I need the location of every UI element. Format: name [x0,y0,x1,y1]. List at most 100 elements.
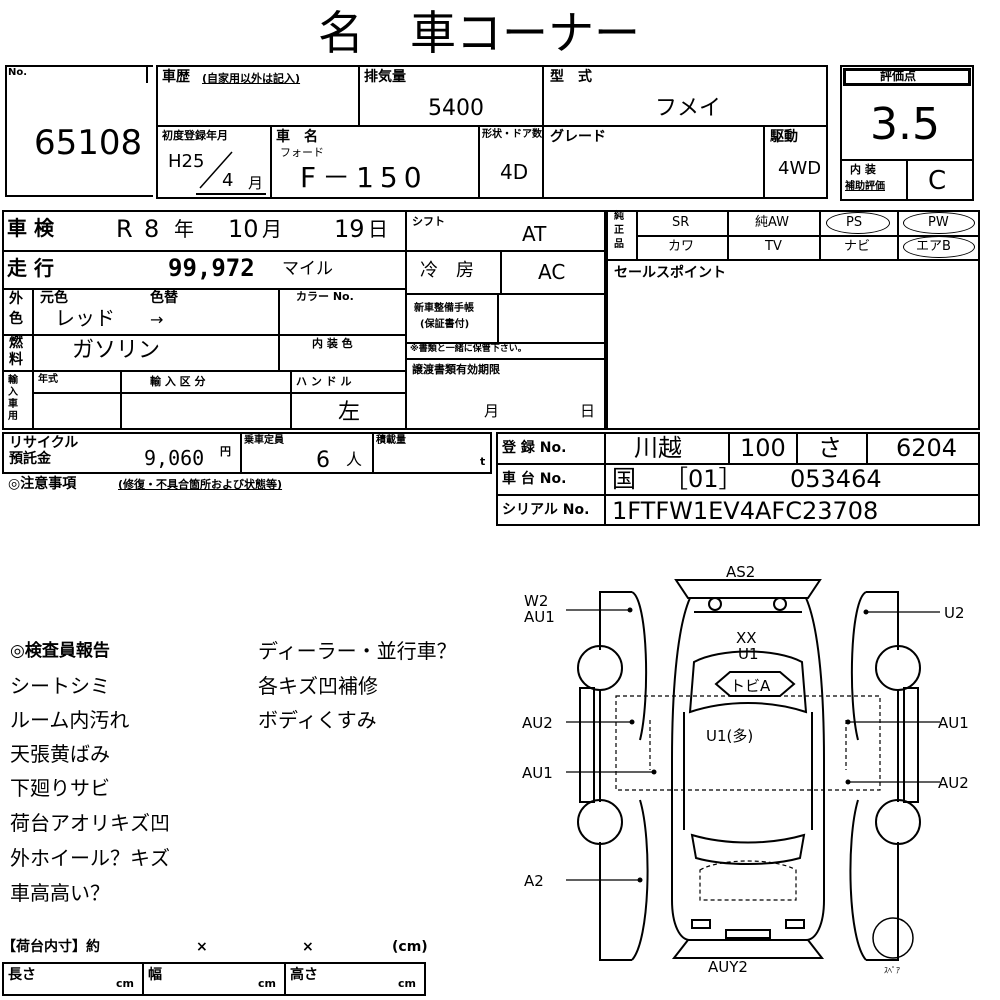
recycle-label-2: 預託金 [9,451,51,467]
diagram-left-bottom: A2 [524,872,544,890]
report-header: ◎検査員報告 [10,641,110,661]
inspection-month-unit: 月 [262,217,282,241]
recycle-divider-2 [372,432,374,474]
book-divider [497,293,499,343]
chassis-code: ［01］ [664,465,743,493]
interior-label-2: 補助評価 [845,181,885,192]
capacity-unit: 人 [346,450,363,469]
diagram-hood: トビA [730,677,771,695]
load-label: 積載量 [376,435,406,446]
equip-leather: カワ [668,239,695,254]
handle-value: 左 [338,400,361,425]
reg-row-1 [496,463,980,465]
aircon-value: AC [538,260,566,284]
lot-box-top [5,65,153,67]
registration-kana: さ [818,434,842,462]
load-unit: t [480,455,486,468]
score-value: 3.5 [870,99,940,150]
bed-divider-2 [284,962,286,996]
row-line-2 [2,288,406,290]
model-type-label: 型 式 [550,69,592,85]
model-type-value: フメイ [655,96,722,121]
first-reg-underline [196,193,266,195]
capacity-value: 6 [316,448,330,473]
book-label-2: (保証書付) [420,319,470,330]
chassis-country: 国 [612,465,636,493]
divider-1 [358,65,360,127]
chassis-label: 車 台 No. [502,471,567,487]
equip-sr: SR [672,215,690,230]
bed-length-unit: cm [116,977,134,990]
score-label: 評価点 [880,69,917,83]
registration-place: 川越 [634,434,682,462]
inspection-month: 10 [228,215,259,243]
header-row-divider [156,125,828,127]
equip-pw: PW [928,215,949,230]
bed-x1: × [196,939,208,955]
equip-pw-circle [903,212,975,234]
divider-5 [763,125,765,199]
transfer-label: 譲渡書類有効期限 [412,363,500,376]
lot-number: 65108 [34,123,143,163]
color-side-1: 外 [9,291,23,307]
fuel-value: ガソリン [72,338,161,363]
lot-box-bottom [5,195,153,197]
equip-col-1 [727,210,729,260]
bed-height-unit: cm [398,977,416,990]
report-right-2: 各キズ凹補修 [258,674,378,698]
displacement-value: 5400 [428,96,484,121]
inspection-era: R [116,215,133,243]
bed-length-label: 長さ [8,967,36,983]
book-line [405,342,605,344]
lot-box-tick [146,65,148,83]
equip-aw: 純AW [755,215,790,230]
equip-airbag: エアB [916,239,951,254]
recycle-value: 9,060 [144,446,205,470]
divider-2 [542,65,544,199]
aircon-divider [500,250,502,294]
equip-bottom-line [606,259,980,261]
diagram-right-top: U2 [944,604,965,622]
mid-divider-v [405,210,407,430]
row-line-1 [2,250,406,252]
caution-label: ◎注意事項 [8,476,77,492]
import-header-line [32,392,406,394]
interior-value: C [928,166,947,196]
bed-unit: (cm) [392,939,428,955]
diagram-bottom: AUY2 [708,958,748,976]
report-left-1: シートシミ [10,674,110,698]
aircon-label: 冷 房 [420,260,474,281]
first-reg-label: 初度登録年月 [162,129,228,142]
drive-value: 4WD [778,158,822,179]
book-note: ※書類と一緒に保管下さい。 [410,344,527,354]
reg-label-divider [604,432,606,526]
mileage-value: 99,972 [168,254,255,282]
diagram-right-mid: AU1 [938,714,969,732]
inspection-day: 19 [334,215,365,243]
row-line-3 [2,334,406,336]
color-side-2: 色 [9,311,23,327]
aircon-line [405,293,605,295]
bed-height-label: 高さ [290,967,318,983]
recycle-row [2,432,492,474]
report-right-3: ボディくすみ [258,708,377,732]
capacity-label: 乗車定員 [244,435,284,446]
side-label-divider [32,288,34,430]
equip-side-3: 品 [614,239,624,250]
inspection-year-unit: 年 [174,217,194,241]
score-divider-v [906,159,908,201]
transfer-month-unit: 月 [484,402,500,420]
registration-label: 登 録 No. [502,440,567,456]
registration-class: 100 [740,434,786,462]
diagram-left-top-1: W2 [524,592,548,610]
recycle-divider-1 [240,432,242,474]
color-code-divider [278,288,280,370]
report-left-4: 下廻りサビ [10,776,110,800]
reg-row-2 [496,494,980,496]
mileage-label: 走 行 [7,256,54,280]
serial-label: シリアル No. [502,502,590,518]
bed-width-unit: cm [258,977,276,990]
grade-label: グレード [550,129,606,145]
equipment-table [606,210,980,430]
diagram-left-low: AU1 [522,764,553,782]
